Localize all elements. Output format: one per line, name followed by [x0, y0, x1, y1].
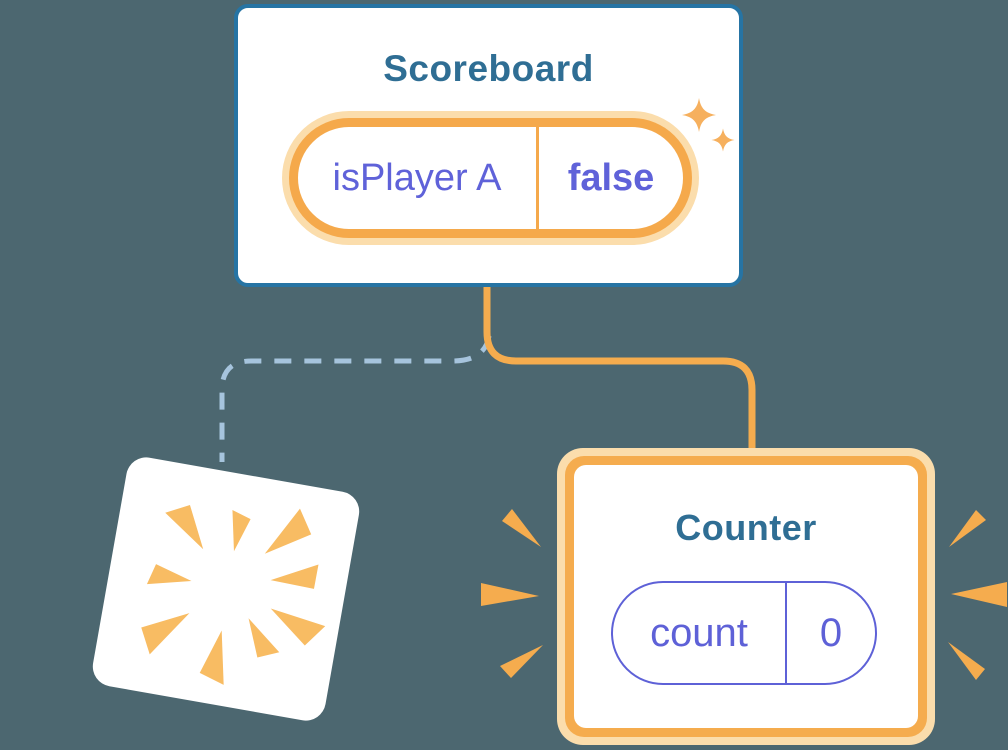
emphasis-marks-right [948, 510, 1007, 680]
scoreboard-card: Scoreboard isPlayer A false [234, 4, 743, 287]
poof-ray [248, 618, 280, 658]
removed-child-connector-dashed-line [219, 335, 492, 462]
sparkle-small [711, 128, 735, 152]
poof-ray [264, 508, 312, 554]
state-value: 0 [785, 583, 875, 683]
emphasis-mark [500, 645, 543, 678]
counter-card-border: Counter count 0 [565, 456, 927, 737]
sparkle-icon [682, 98, 735, 152]
state-pill-body: isPlayer A false [298, 127, 683, 229]
counter-state-pill: count 0 [611, 581, 877, 685]
counter-title: Counter [675, 507, 817, 548]
destroyed-card-body [92, 457, 360, 721]
sparkle-large [682, 98, 716, 132]
poof-ray [232, 510, 251, 552]
emphasis-mark [951, 582, 1007, 607]
destroyed-component-card [92, 457, 360, 721]
poof-ray [141, 613, 190, 655]
emphasis-marks-left [481, 509, 543, 678]
poof-ray [270, 608, 326, 646]
emphasis-mark [481, 583, 539, 606]
poof-burst-icon [141, 504, 326, 685]
emphasis-mark [948, 642, 985, 680]
state-pill-ring: isPlayer A false [289, 118, 692, 238]
parent-child-connector-line [483, 283, 756, 458]
state-value: false [536, 127, 683, 229]
poof-ray [165, 504, 204, 550]
state-name: count [650, 610, 748, 655]
poof-ray [146, 564, 192, 585]
poof-ray [270, 564, 319, 589]
scoreboard-title: Scoreboard [383, 48, 594, 89]
counter-card: Counter count 0 [557, 448, 935, 745]
counter-card-body: Counter count 0 [574, 465, 918, 728]
state-name: isPlayer A [332, 156, 502, 199]
emphasis-mark [502, 509, 541, 547]
emphasis-mark [949, 510, 986, 547]
scoreboard-state-pill: isPlayer A false [282, 111, 699, 245]
poof-ray [199, 630, 224, 685]
